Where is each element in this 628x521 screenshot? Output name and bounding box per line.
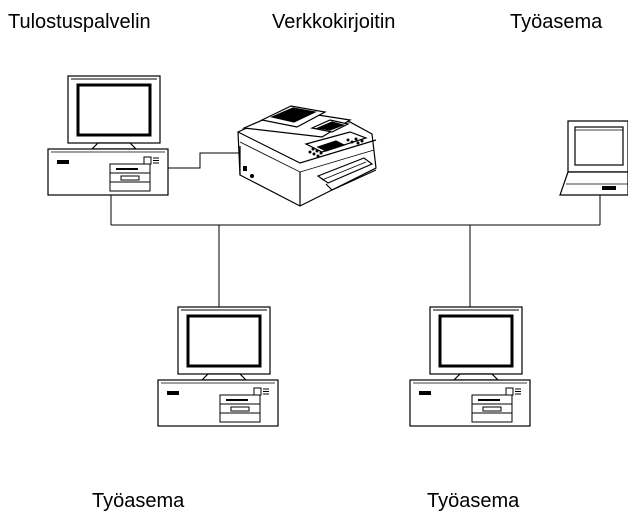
workstation-left-icon — [156, 305, 280, 428]
workstation-right-icon — [408, 305, 532, 428]
workstation-top-icon — [559, 120, 628, 196]
print-server-label: Tulostuspalvelin — [8, 11, 151, 33]
print-server-icon — [46, 74, 170, 197]
network-printer-icon — [237, 105, 377, 207]
workstation-right-label: Työasema — [427, 490, 520, 512]
network-printer-label: Verkkokirjoitin — [272, 11, 396, 33]
workstation-left-label: Työasema — [92, 490, 185, 512]
workstation-top-label: Työasema — [510, 11, 603, 33]
network-cables — [110, 152, 601, 311]
